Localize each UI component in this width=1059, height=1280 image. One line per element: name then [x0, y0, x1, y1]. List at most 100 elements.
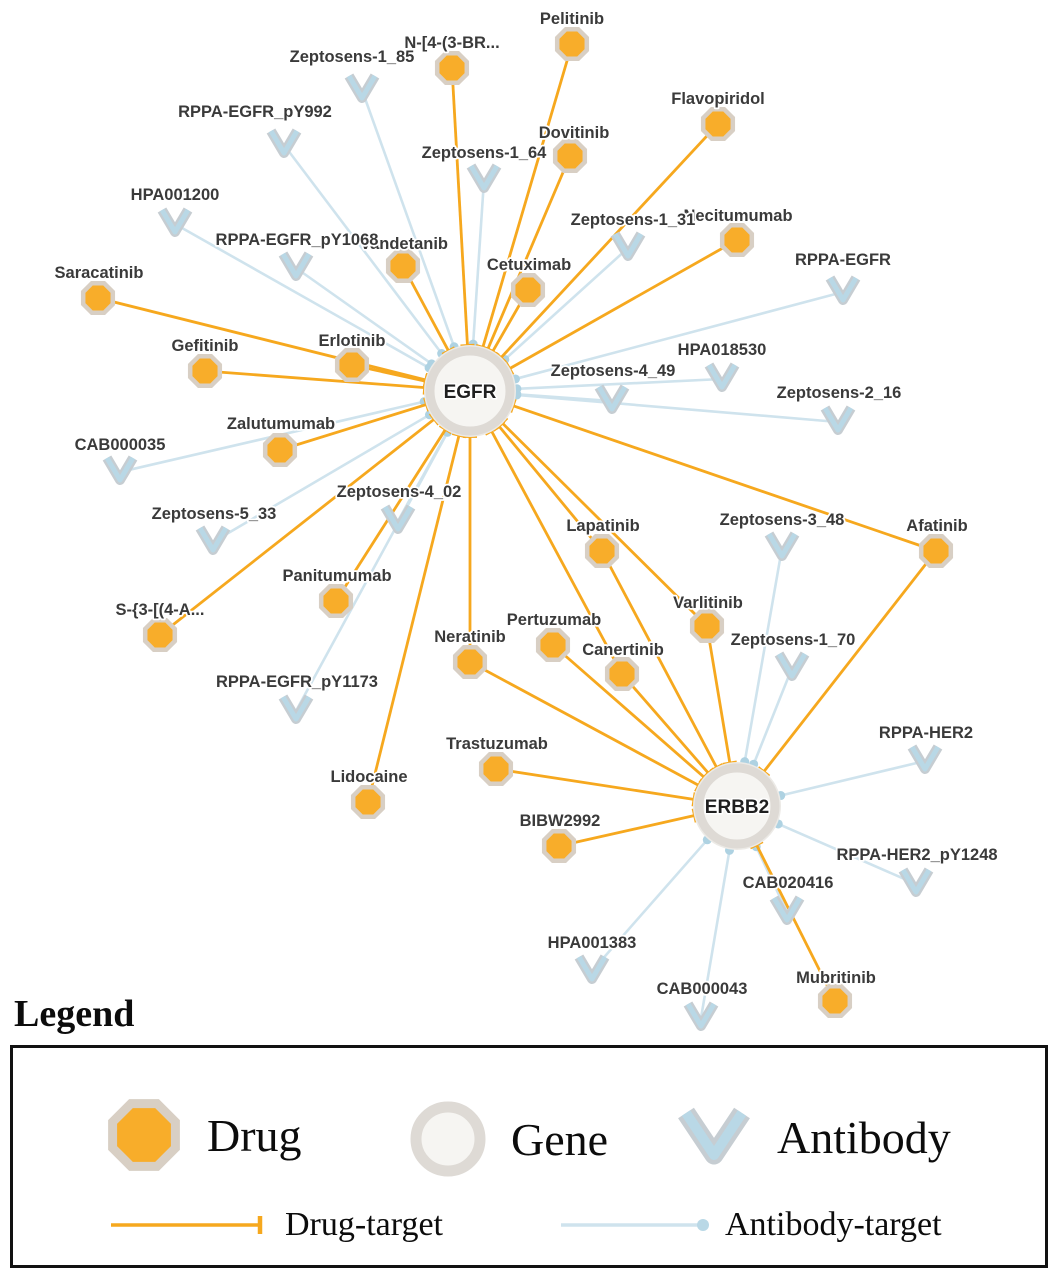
drug-node-Vandetanib[interactable] — [385, 248, 421, 284]
drug-node-Afatinib[interactable] — [918, 533, 954, 569]
antibody-label: RPPA-EGFR_pY1173 — [216, 673, 378, 691]
drug-node-BIBW2992[interactable] — [541, 828, 577, 864]
drug-target-edge — [620, 673, 710, 775]
nodes-layer — [80, 26, 954, 1031]
drug-node-Panitumumab[interactable] — [318, 583, 354, 619]
antibody-target-edge — [515, 290, 844, 381]
drug-target-edge — [499, 123, 720, 359]
drug-node-Zalutumumab[interactable] — [262, 432, 298, 468]
antibody-target-edge — [516, 393, 839, 424]
drug-target-edge — [495, 767, 695, 801]
drug-node-Necitumumab[interactable] — [719, 222, 755, 258]
antibody-node-RPPA-EGFR_pY992[interactable] — [266, 128, 302, 158]
antibody-label: Zeptosens-2_16 — [777, 384, 902, 402]
drug-target-edge — [558, 814, 696, 848]
antibody-node-HPA001383[interactable] — [574, 954, 610, 984]
drug-target-edge — [490, 429, 624, 675]
gene-node-ERBB2[interactable] — [693, 762, 781, 850]
legend-gene-label: Gene — [511, 1113, 609, 1165]
drug-label: S-{3-[(4-A... — [116, 601, 205, 619]
drug-target-edge — [705, 625, 732, 764]
antibody-node-Zeptosens-1_31[interactable] — [610, 231, 646, 261]
drug-node-Trastuzumab[interactable] — [478, 751, 514, 787]
antibody-target-edge — [699, 850, 731, 1019]
antibody-target-edge — [174, 222, 430, 369]
antibody-label: RPPA-EGFR_pY992 — [178, 103, 332, 121]
legend-edge-antibody-target: Antibody-target — [558, 1206, 942, 1244]
drug-label: Varlitinib — [673, 594, 743, 612]
gene-icon — [410, 1101, 486, 1177]
drug-node-Canertinib[interactable] — [604, 656, 640, 692]
antibody-node-RPPA-HER2[interactable] — [907, 744, 943, 774]
drug-node-Neratinib[interactable] — [452, 644, 488, 680]
drug-node-N-[4-(3-BR...[interactable] — [434, 50, 470, 86]
gene-label-ERBB2: ERBB2 — [705, 797, 769, 818]
drug-label: Saracatinib — [55, 264, 144, 282]
antibody-label: Zeptosens-5_33 — [152, 505, 277, 523]
antibody-node-CAB020416[interactable] — [769, 895, 805, 925]
antibody-node-RPPA-EGFR_pY1068[interactable] — [278, 251, 314, 281]
drug-node-Pertuzumab[interactable] — [535, 627, 571, 663]
antibody-node-HPA018530[interactable] — [704, 362, 740, 392]
drug-node-Flavopiridol[interactable] — [700, 106, 736, 142]
drug-target-edge — [469, 660, 700, 787]
legend-item-drug: Drug — [101, 1092, 302, 1178]
antibody-target-edge-icon — [561, 1219, 709, 1231]
drug-node-Saracatinib[interactable] — [80, 280, 116, 316]
drug-node-Dovitinib[interactable] — [552, 138, 588, 174]
antibody-node-Zeptosens-1_85[interactable] — [344, 73, 380, 103]
drug-node-Varlitinib[interactable] — [689, 608, 725, 644]
antibody-label: Zeptosens-1_64 — [422, 144, 548, 162]
drug-label: Trastuzumab — [446, 735, 548, 753]
labels-layer: EGFRERBB2PelitinibN-[4-(3-BR...Dovitinib… — [53, 8, 1000, 1000]
legend-drug-target-label: Drug-target — [285, 1206, 443, 1243]
antibody-node-RPPA-EGFR[interactable] — [825, 275, 861, 305]
antibody-target-edge — [516, 377, 723, 391]
antibody-label: RPPA-HER2 — [879, 724, 973, 742]
drug-label: Mubritinib — [796, 969, 876, 987]
drug-target-edge — [159, 417, 436, 637]
drug-node-Gefitinib[interactable] — [187, 353, 223, 389]
antibody-node-Zeptosens-1_70[interactable] — [774, 651, 810, 681]
drug-node-Pelitinib[interactable] — [554, 26, 590, 62]
antibody-target-edge — [780, 759, 926, 797]
antibody-node-CAB000035[interactable] — [102, 455, 138, 485]
antibody-label: Zeptosens-1_85 — [290, 48, 415, 66]
antibody-target-edge — [212, 413, 431, 544]
drug-node-Lidocaine[interactable] — [350, 784, 386, 820]
antibody-node-Zeptosens-4_49[interactable] — [594, 384, 630, 414]
drug-label: Cetuximab — [487, 256, 571, 274]
antibody-target-edge — [503, 247, 629, 361]
drug-target-edge — [755, 843, 837, 1002]
gene-node-EGFR[interactable] — [424, 345, 516, 437]
legend-antibody-label: Antibody — [777, 1111, 951, 1163]
antibody-node-Zeptosens-3_48[interactable] — [764, 531, 800, 561]
antibody-node-RPPA-HER2_pY1248[interactable] — [898, 867, 934, 897]
drug-label: Gefitinib — [172, 337, 239, 355]
drug-label: N-[4-(3-BR... — [404, 34, 499, 52]
drug-label: BIBW2992 — [520, 812, 601, 830]
antibody-label: RPPA-EGFR — [795, 251, 891, 269]
antibody-node-CAB000043[interactable] — [683, 1001, 719, 1031]
drug-target-edge — [552, 643, 706, 779]
drug-node-Cetuximab[interactable] — [510, 272, 546, 308]
drug-node-Erlotinib[interactable] — [334, 347, 370, 383]
antibody-target-edge — [360, 89, 456, 348]
antibody-target-edge — [294, 431, 449, 712]
antibody-node-Zeptosens-4_02[interactable] — [380, 504, 416, 534]
drug-node-Lapatinib[interactable] — [584, 533, 620, 569]
antibody-target-edge — [743, 547, 784, 762]
antibody-target-edge — [777, 822, 917, 886]
antibody-node-Zeptosens-1_64[interactable] — [466, 163, 502, 193]
antibody-node-Zeptosens-2_16[interactable] — [820, 405, 856, 435]
antibody-label: CAB020416 — [743, 874, 834, 892]
antibody-node-HPA001200[interactable] — [157, 207, 193, 237]
antibody-node-Zeptosens-5_33[interactable] — [195, 525, 231, 555]
drug-target-edge — [450, 67, 469, 347]
drug-node-Mubritinib[interactable] — [817, 983, 853, 1019]
antibody-node-RPPA-EGFR_pY1173[interactable] — [278, 694, 314, 724]
drug-label: Pelitinib — [540, 10, 604, 28]
drug-node-S-{3-[(4-A...[interactable] — [142, 617, 178, 653]
antibody-target-edge — [471, 179, 486, 345]
